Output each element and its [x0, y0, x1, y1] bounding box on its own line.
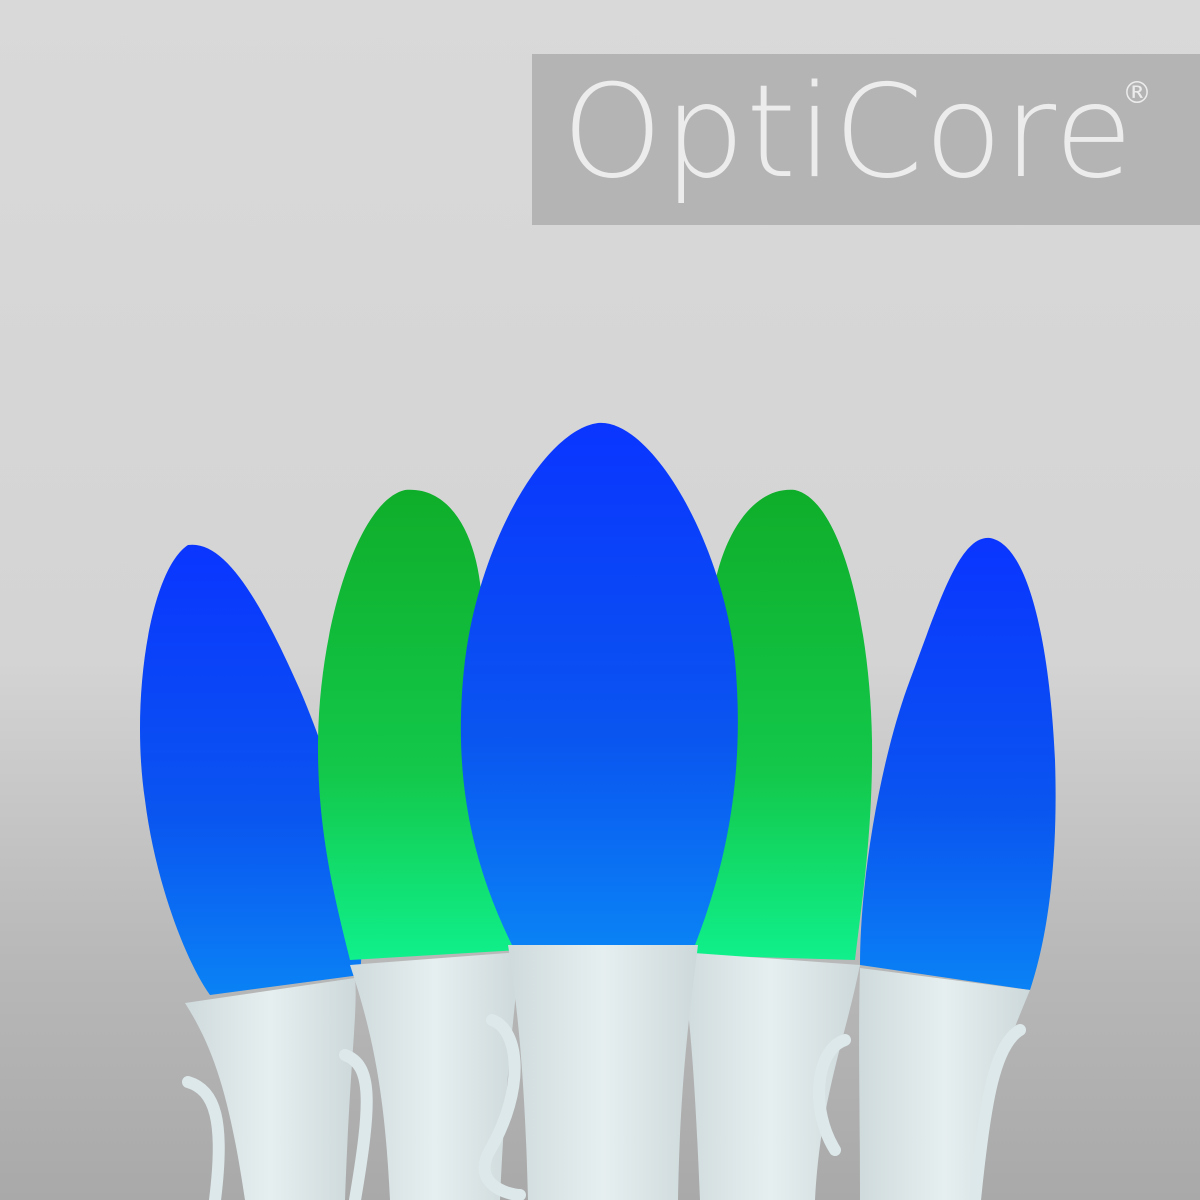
- bulb-1-blue: [139, 544, 362, 995]
- bulb-base-2: [350, 952, 520, 1200]
- socket-clips: [182, 1014, 1026, 1200]
- bulb-4-green: [685, 489, 873, 960]
- registered-trademark: ®: [1122, 76, 1152, 111]
- bulb-base-4: [680, 952, 860, 1200]
- bulb-5-blue: [860, 537, 1056, 990]
- brand-badge: OptiCore ®: [532, 54, 1200, 225]
- bulb-3-blue: [460, 422, 738, 945]
- bulb-base-1: [185, 978, 356, 1200]
- bulb-base-3: [508, 945, 698, 1200]
- brand-logo-text: OptiCore: [562, 58, 1134, 207]
- bulb-base-5: [859, 968, 1030, 1200]
- bulb-2-green: [317, 489, 520, 960]
